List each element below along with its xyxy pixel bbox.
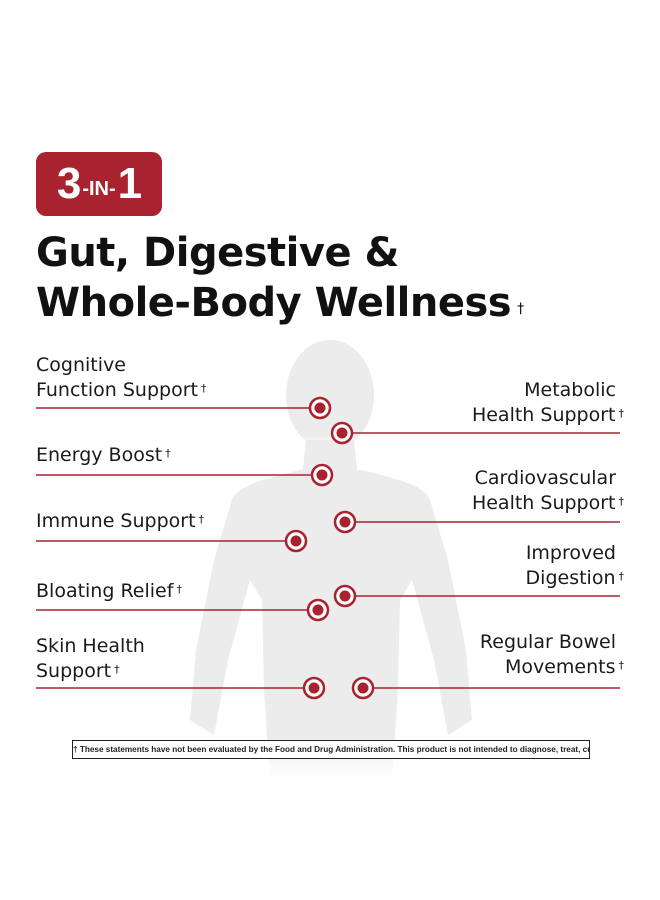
benefit-cardio: Cardiovascular Health Support† [472, 466, 624, 516]
dagger: † [165, 447, 171, 460]
dagger: † [618, 495, 625, 508]
badge-number-1: 1 [117, 159, 143, 208]
benefit-metabolic: Metabolic Health Support† [472, 378, 624, 428]
benefit-cognitive-line2-wrap: Function Support† [36, 378, 206, 403]
marker-bowel [351, 676, 375, 700]
benefit-digestion-line2: Digestion [525, 567, 616, 589]
benefit-bloating-line1: Bloating Relief [36, 580, 174, 602]
title-line-2-text: Whole-Body Wellness [36, 280, 512, 326]
fda-disclaimer: † These statements have not been evaluat… [72, 740, 590, 759]
marker-cardio [333, 510, 357, 534]
benefit-digestion: Improved Digestion† [526, 541, 624, 591]
badge-in-text: -IN- [82, 177, 116, 200]
dagger: † [618, 659, 625, 672]
marker-energy [310, 463, 334, 487]
benefit-immune-line1: Immune Support [36, 510, 196, 532]
dagger: † [114, 663, 120, 676]
dagger: † [176, 583, 182, 596]
benefit-cardio-line2-wrap: Health Support† [472, 491, 624, 516]
marker-digestion [333, 584, 357, 608]
benefit-immune-line1-wrap: Immune Support† [36, 509, 204, 534]
benefit-bowel: Regular Bowel Movements† [480, 630, 624, 680]
benefit-skin-line1: Skin Health [36, 635, 145, 657]
body-silhouette [190, 340, 472, 780]
benefit-bowel-line2: Movements [504, 656, 616, 678]
badge-number-3: 3 [56, 159, 82, 208]
three-in-one-badge: 3 -IN- 1 [36, 152, 162, 216]
connector-lines [36, 407, 620, 689]
benefit-skin-line2: Support [36, 660, 112, 682]
benefit-bowel-line1: Regular Bowel [479, 631, 616, 653]
dagger: † [618, 570, 625, 583]
dagger: † [198, 513, 205, 526]
benefit-skin-line2-wrap: Support† [36, 659, 145, 684]
benefit-energy: Energy Boost† [36, 443, 171, 468]
benefit-skin: Skin Health Support† [36, 634, 145, 684]
marker-bloating [306, 598, 330, 622]
title-dagger: † [517, 301, 524, 317]
marker-skin [302, 676, 326, 700]
marker-immune [284, 529, 308, 553]
title-line-2: Whole-Body Wellness † [36, 278, 636, 328]
benefit-cognitive: Cognitive Function Support† [36, 353, 206, 403]
benefit-cognitive-line2: Function Support [36, 379, 198, 401]
benefit-metabolic-line2-wrap: Health Support† [472, 403, 624, 428]
page-title: Gut, Digestive & Whole-Body Wellness † [36, 228, 636, 328]
benefit-digestion-line2-wrap: Digestion† [526, 566, 624, 591]
benefit-energy-line1-wrap: Energy Boost† [36, 443, 171, 468]
benefit-bloating: Bloating Relief† [36, 579, 182, 604]
benefit-markers [284, 396, 375, 700]
benefit-metabolic-line1: Metabolic [524, 379, 616, 401]
dagger: † [200, 382, 207, 395]
dagger: † [618, 407, 625, 420]
benefit-bowel-line2-wrap: Movements† [480, 655, 624, 680]
benefit-cognitive-line1: Cognitive [36, 354, 126, 376]
benefit-digestion-line1: Improved [525, 542, 616, 564]
benefit-immune: Immune Support† [36, 509, 204, 534]
marker-metabolic [330, 421, 354, 445]
benefit-metabolic-line2: Health Support [471, 404, 616, 426]
benefit-cardio-line2: Health Support [471, 492, 616, 514]
benefit-cardio-line1: Cardiovascular [474, 467, 616, 489]
benefit-energy-line1: Energy Boost [36, 444, 163, 466]
title-line-1: Gut, Digestive & [36, 230, 399, 276]
benefit-bloating-line1-wrap: Bloating Relief† [36, 579, 182, 604]
marker-cognitive [308, 396, 332, 420]
